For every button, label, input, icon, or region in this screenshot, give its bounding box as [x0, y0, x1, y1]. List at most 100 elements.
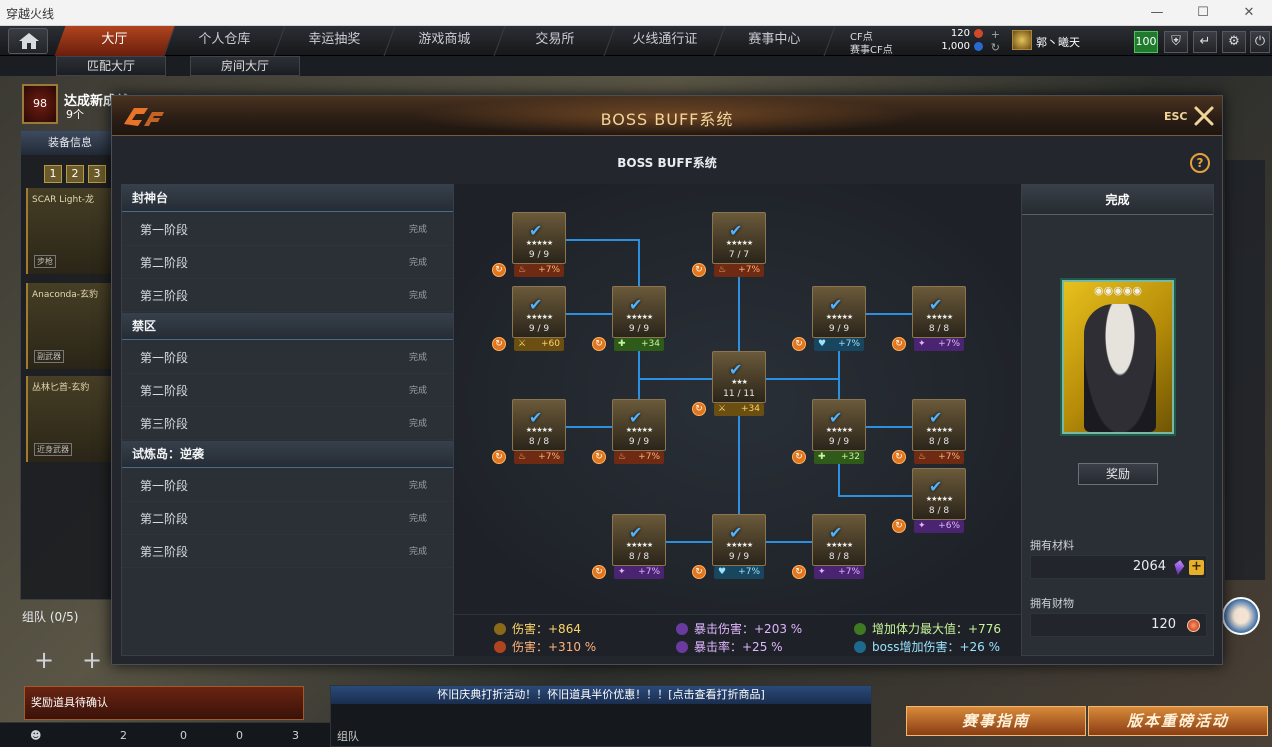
stage-row[interactable]: 第一阶段完成 — [122, 470, 453, 502]
stage-row[interactable]: 第二阶段完成 — [122, 247, 453, 279]
node-stars: ★★★★★ — [625, 426, 653, 434]
reward-confirm-bar[interactable]: 奖励道具待确认 — [24, 686, 304, 720]
upgrade-icon[interactable]: ↻ — [892, 519, 906, 533]
upgrade-icon[interactable]: ↻ — [492, 337, 506, 351]
weapon-card-primary[interactable]: SCAR Light-龙 步枪 — [26, 188, 114, 274]
tab-exchange[interactable]: 交易所 — [494, 26, 616, 56]
fire-icon: ♨ — [718, 265, 727, 275]
upgrade-icon[interactable]: ↻ — [592, 565, 606, 579]
power-icon[interactable]: ⏻ — [1250, 31, 1270, 53]
add-team-slot-2[interactable]: + — [82, 646, 103, 674]
slot-3[interactable]: 3 — [88, 165, 106, 183]
slot-1[interactable]: 1 — [44, 165, 62, 183]
buff-node[interactable]: ✔★★★★★9 / 9 — [712, 514, 766, 566]
stage-row[interactable]: 第二阶段完成 — [122, 375, 453, 407]
buff-node[interactable]: ✔★★★★★9 / 9 — [612, 399, 666, 451]
buff-node[interactable]: ✔★★★★★9 / 9 — [512, 286, 566, 338]
stage-row[interactable]: 第三阶段完成 — [122, 408, 453, 440]
node-bonus: ✦+7% — [914, 338, 964, 351]
check-icon: ✔ — [929, 295, 943, 314]
fire-icon: ♨ — [618, 452, 627, 462]
buff-node[interactable]: ✔★★★★★8 / 8 — [912, 468, 966, 520]
buff-node[interactable]: ✔★★★★★9 / 9 — [512, 212, 566, 264]
purple-icon: ✦ — [918, 339, 926, 349]
season-guide-button[interactable]: 赛事指南 — [906, 706, 1086, 736]
marquee-banner[interactable]: 怀旧庆典打折活动！！怀旧道具半价优惠！！！[点击查看打折商品] — [331, 686, 871, 704]
buff-node[interactable]: ✔★★★★★9 / 9 — [812, 286, 866, 338]
minimize-button[interactable]: — — [1150, 5, 1164, 20]
buff-node[interactable]: ✔★★★★★8 / 8 — [512, 399, 566, 451]
tab-warehouse[interactable]: 个人仓库 — [164, 26, 286, 56]
node-stars: ★★★★★ — [925, 313, 953, 321]
close-window-button[interactable]: ✕ — [1243, 5, 1255, 20]
tab-lottery[interactable]: 幸运抽奖 — [274, 26, 396, 56]
add-cf-icon[interactable]: + — [990, 28, 1000, 41]
buff-node[interactable]: ✔★★★★★9 / 9 — [812, 399, 866, 451]
tab-lobby[interactable]: 大厅 — [54, 26, 176, 56]
upgrade-icon[interactable]: ↻ — [792, 337, 806, 351]
add-materials-button[interactable]: + — [1189, 560, 1204, 575]
check-icon: ✔ — [529, 295, 543, 314]
upgrade-icon[interactable]: ↻ — [892, 337, 906, 351]
subtab-room-lobby[interactable]: 房间大厅 — [190, 56, 300, 76]
tab-events[interactable]: 赛事中心 — [714, 26, 836, 56]
upgrade-icon[interactable]: ↻ — [792, 565, 806, 579]
gear-icon[interactable]: ⚙ — [1222, 31, 1246, 53]
buff-node[interactable]: ✔★★★★★8 / 8 — [912, 399, 966, 451]
upgrade-icon[interactable]: ↻ — [892, 450, 906, 464]
node-bonus: ⚔+34 — [714, 403, 764, 416]
stat-damage-flat: 伤害：+864 — [494, 620, 581, 637]
weapon-card-secondary[interactable]: Anaconda-玄豹 副武器 — [26, 283, 114, 369]
buff-node[interactable]: ✔★★★11 / 11 — [712, 351, 766, 403]
buff-node[interactable]: ✔★★★★★9 / 9 — [612, 286, 666, 338]
refresh-icon[interactable]: ↻ — [990, 41, 1000, 54]
node-stars: ★★★★★ — [925, 426, 953, 434]
add-team-slot-1[interactable]: + — [34, 646, 55, 674]
chat-channel[interactable]: 组队 — [337, 730, 359, 743]
user-profile[interactable]: 郭丶曦天 — [1010, 29, 1120, 53]
friends-icon[interactable]: ☻ — [30, 729, 42, 742]
upgrade-icon[interactable]: ↻ — [592, 337, 606, 351]
buff-node[interactable]: ✔★★★★★7 / 7 — [712, 212, 766, 264]
buff-node[interactable]: ✔★★★★★8 / 8 — [612, 514, 666, 566]
stage-row[interactable]: 第一阶段完成 — [122, 342, 453, 374]
group-header-fengshentai[interactable]: 封神台 — [122, 185, 453, 212]
help-icon[interactable]: ? — [1190, 153, 1210, 173]
buff-node[interactable]: ✔★★★★★8 / 8 — [812, 514, 866, 566]
completion-panel: 完成 ◉◉◉◉◉ 奖励 拥有材料 2064 + 拥有财物 120 — [1021, 184, 1214, 656]
tab-battlepass[interactable]: 火线通行证 — [604, 26, 726, 56]
buff-node[interactable]: ✔★★★★★ 8 / 8 — [912, 286, 966, 338]
close-icon[interactable] — [1192, 104, 1216, 128]
green-icon: ✚ — [818, 452, 826, 462]
weapon-card-melee[interactable]: 丛林匕首-玄豹 近身武器 — [26, 376, 114, 462]
subtab-match-lobby[interactable]: 匹配大厅 — [56, 56, 166, 76]
stage-row[interactable]: 第三阶段完成 — [122, 536, 453, 568]
group-header-jinqu[interactable]: 禁区 — [122, 313, 453, 340]
upgrade-icon[interactable]: ↻ — [692, 263, 706, 277]
assistant-avatar[interactable] — [1222, 597, 1260, 635]
upgrade-icon[interactable]: ↻ — [492, 263, 506, 277]
tab-shop[interactable]: 游戏商城 — [384, 26, 506, 56]
stage-row[interactable]: 第三阶段完成 — [122, 280, 453, 312]
chat-box: 怀旧庆典打折活动！！怀旧道具半价优惠！！！[点击查看打折商品] 组队 — [330, 685, 872, 747]
home-button[interactable] — [8, 28, 48, 54]
node-bonus: ✚+32 — [814, 451, 864, 464]
node-bonus: ✦+7% — [814, 566, 864, 579]
slot-2[interactable]: 2 — [66, 165, 84, 183]
upgrade-icon[interactable]: ↻ — [592, 450, 606, 464]
node-bonus: ♥+7% — [714, 566, 764, 579]
upgrade-icon[interactable]: ↻ — [692, 565, 706, 579]
maximize-button[interactable]: ☐ — [1197, 5, 1209, 20]
upgrade-icon[interactable]: ↻ — [792, 450, 806, 464]
stage-row[interactable]: 第二阶段完成 — [122, 503, 453, 535]
node-progress: 9 / 9 — [728, 552, 750, 562]
version-event-button[interactable]: 版本重磅活动 — [1088, 706, 1268, 736]
upgrade-icon[interactable]: ↻ — [692, 402, 706, 416]
upgrade-icon[interactable]: ↻ — [492, 450, 506, 464]
node-progress: 8 / 8 — [928, 324, 950, 334]
shield-icon[interactable]: ⛨ — [1164, 31, 1188, 53]
stage-row[interactable]: 第一阶段完成 — [122, 214, 453, 246]
back-icon[interactable]: ↵ — [1193, 31, 1217, 53]
reward-button[interactable]: 奖励 — [1078, 463, 1158, 485]
group-header-shiliandao[interactable]: 试炼岛：逆袭 — [122, 441, 453, 468]
